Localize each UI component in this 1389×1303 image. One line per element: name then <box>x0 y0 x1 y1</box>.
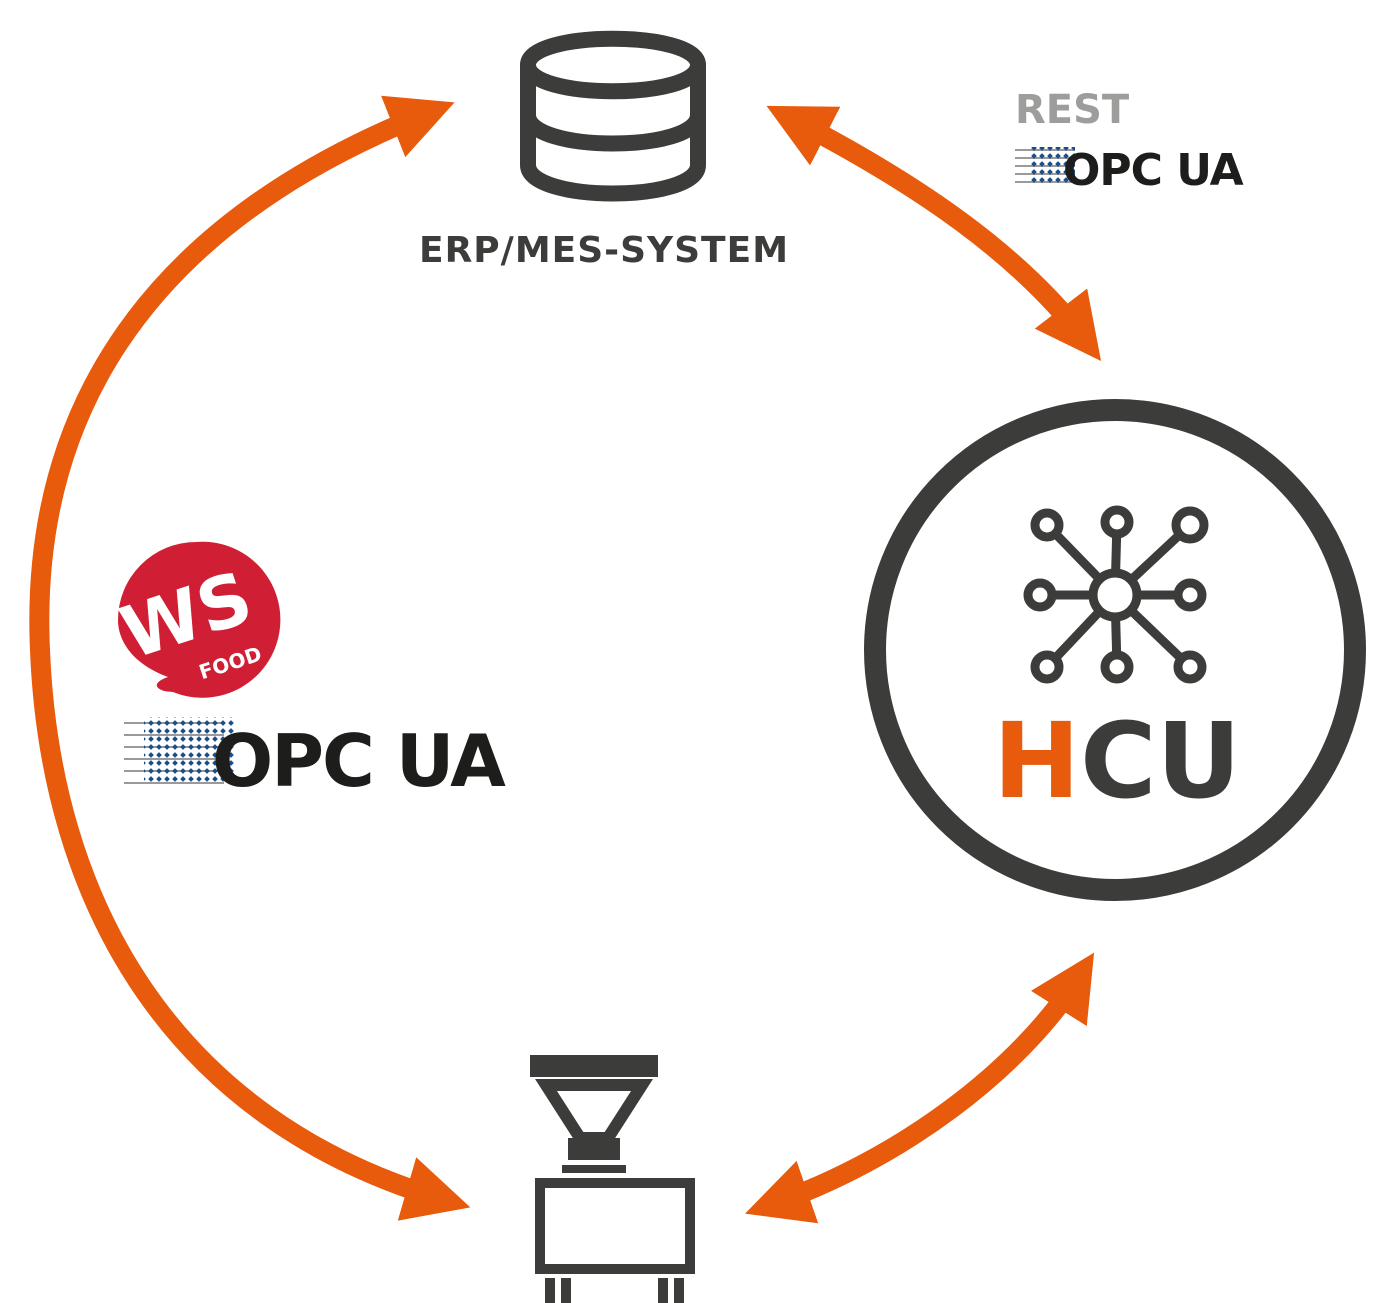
opc-ua-logo-left: OPC UA <box>124 717 508 803</box>
hcu-label-accent: H <box>993 700 1080 822</box>
hcu-ring <box>864 399 1366 901</box>
network-hub-icon <box>1023 505 1209 684</box>
erp-label: ERP/MES-SYSTEM <box>419 230 789 271</box>
hcu-label-rest: CU <box>1080 700 1241 822</box>
hcu-label: HCU <box>993 700 1241 822</box>
erp-machine-arrow <box>29 95 471 1221</box>
erp-hcu-arrow <box>766 105 1102 361</box>
database-icon <box>519 30 707 202</box>
rest-label: REST <box>1015 87 1130 133</box>
hopper-machine-icon <box>530 1055 695 1303</box>
opc-ua-text-top: OPC UA <box>1063 145 1244 196</box>
ws-food-logo: WS FOOD <box>111 541 281 698</box>
opc-ua-text-left: OPC UA <box>212 719 506 803</box>
opc-ua-logo-top: OPC UA <box>1015 145 1245 196</box>
hcu-machine-arrow <box>745 952 1095 1224</box>
